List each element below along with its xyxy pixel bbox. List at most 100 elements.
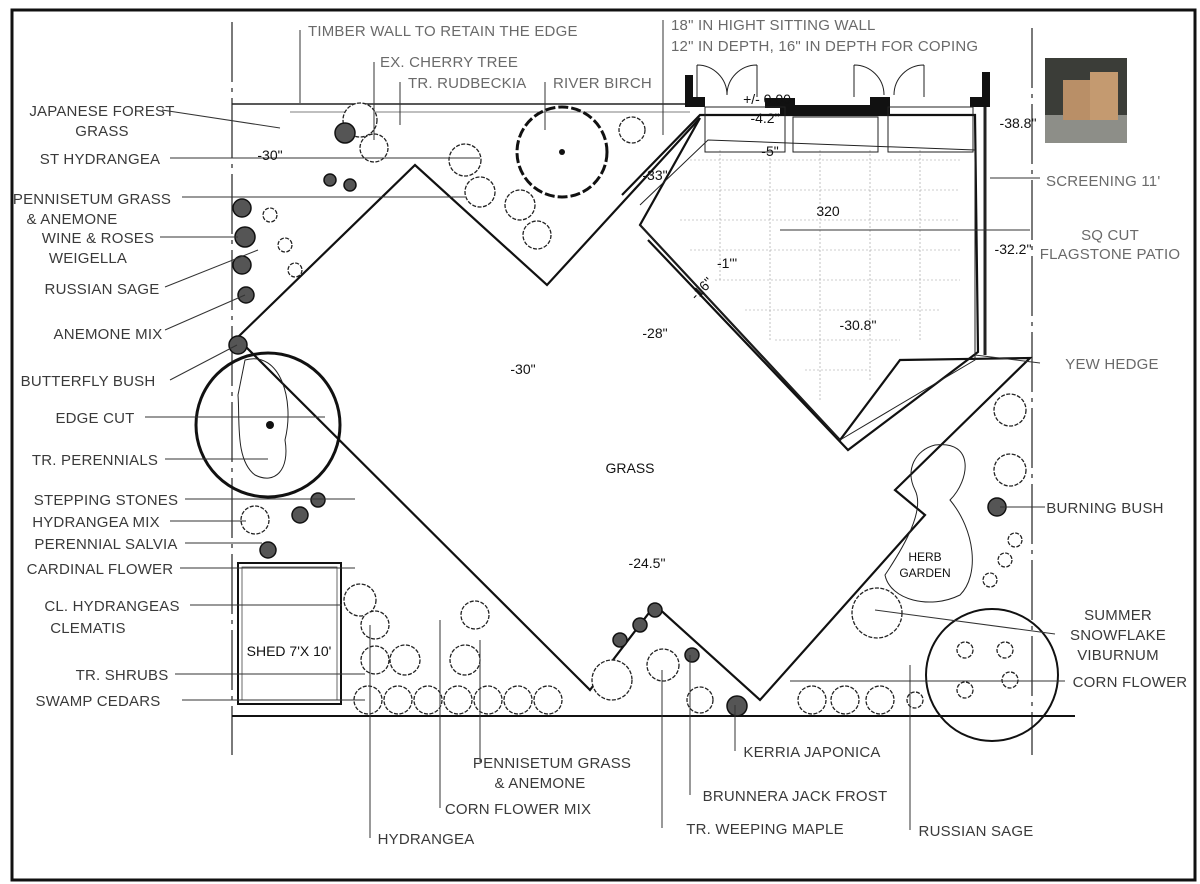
label-flagstone-patio: FLAGSTONE PATIO: [1040, 246, 1181, 263]
left-labels: JAPANESE FOREST GRASS ST HYDRANGEA PENNI…: [13, 103, 180, 710]
steps-left: [704, 106, 786, 153]
plant-symbol: [343, 583, 377, 617]
elev-door-level: +/- 0.00: [743, 91, 791, 107]
shrub-symbol: [237, 286, 255, 304]
label-anemone-bottom: & ANEMONE: [495, 775, 586, 792]
label-snowflake: SNOWFLAKE: [1070, 627, 1166, 644]
shrub-symbol: [259, 541, 277, 559]
plant-symbol: [996, 641, 1014, 659]
plant-symbol: [464, 176, 496, 208]
elev-screen-bottom: -32.2": [995, 241, 1032, 257]
label-cl-hydrangeas: CL. HYDRANGEAS: [44, 598, 179, 615]
label-screening: SCREENING 11': [1046, 173, 1160, 190]
plant-symbol: [353, 685, 383, 715]
shrub-symbol: [343, 178, 357, 192]
label-japanese-forest-grass-2: GRASS: [75, 123, 129, 140]
label-tr-perennials: TR. PERENNIALS: [32, 452, 158, 469]
label-edge-cut: EDGE CUT: [55, 410, 134, 427]
label-viburnum: VIBURNUM: [1077, 647, 1159, 664]
plant-symbol: [287, 262, 303, 278]
shrub-symbol: [228, 335, 248, 355]
label-japanese-forest-grass: JAPANESE FOREST: [29, 103, 174, 120]
plant-symbol: [997, 552, 1013, 568]
elev-patio-right: -30.8": [840, 317, 877, 333]
plant-symbol: [389, 644, 421, 676]
plant-symbol: [240, 505, 270, 535]
label-butterfly-bush: BUTTERFLY BUSH: [21, 373, 156, 390]
label-swamp-cedars: SWAMP CEDARS: [36, 693, 161, 710]
elev-patio-left: -1'": [717, 255, 737, 271]
plant-symbol: [277, 237, 293, 253]
plant-symbol: [360, 610, 390, 640]
plant-symbol: [522, 220, 552, 250]
label-russian-sage-bottom: RUSSIAN SAGE: [919, 823, 1034, 840]
plant-symbol: [473, 685, 503, 715]
steps-right: [887, 106, 974, 153]
sheet-border: [10, 8, 1197, 882]
shed: [237, 562, 342, 705]
label-river-birch: RIVER BIRCH: [553, 75, 652, 92]
label-anemone: & ANEMONE: [27, 211, 118, 228]
patio-wall-outer: [621, 113, 980, 452]
label-sitting-wall-depth: 12" IN DEPTH, 16" IN DEPTH FOR COPING: [671, 38, 978, 55]
plant-symbol: [956, 641, 974, 659]
plant-symbol: [1007, 532, 1023, 548]
label-summer: SUMMER: [1084, 607, 1152, 624]
label-tr-shrubs: TR. SHRUBS: [76, 667, 169, 684]
edge-cut-mark: [266, 421, 274, 429]
plant-symbol: [503, 685, 533, 715]
label-weigella: WEIGELLA: [49, 250, 127, 267]
patio-wall-inner: [639, 139, 976, 441]
plant-symbol: [646, 648, 680, 682]
label-perennial-salvia: PERENNIAL SALVIA: [34, 536, 177, 553]
plant-symbol: [533, 685, 563, 715]
plant-symbol: [686, 686, 714, 714]
shrub-symbol: [334, 122, 356, 144]
plant-symbol: [448, 143, 482, 177]
top-labels: TIMBER WALL TO RETAIN THE EDGE EX. CHERR…: [308, 17, 978, 92]
screening-photo: [1045, 58, 1127, 143]
leader-lines: [145, 20, 1065, 838]
label-kerria-japonica: KERRIA JAPONICA: [743, 744, 880, 761]
butterfly-bush-bed: [194, 351, 342, 499]
plant-symbol: [360, 645, 390, 675]
label-corn-flower: CORN FLOWER: [1073, 674, 1188, 691]
label-pennisetum-grass: PENNISETUM GRASS: [13, 191, 171, 208]
plant-symbol: [460, 600, 490, 630]
label-timber-wall: TIMBER WALL TO RETAIN THE EDGE: [308, 23, 578, 40]
area-labels: GRASS SHED 7'X 10' HERB GARDEN -30" -28"…: [247, 91, 1037, 659]
elev-grass-top: -30": [510, 361, 535, 377]
shrub-symbol: [232, 198, 252, 218]
elev-corner: -30": [257, 147, 282, 163]
label-rudbeckia: TR. RUDBECKIA: [408, 75, 526, 92]
plant-symbol: [359, 133, 389, 163]
house-wall: [685, 64, 990, 153]
label-cherry-tree: EX. CHERRY TREE: [380, 54, 518, 71]
plant-symbol: [830, 685, 860, 715]
plant-symbol: [906, 691, 924, 709]
plant-symbol: [797, 685, 827, 715]
plant-symbol: [618, 116, 646, 144]
shrub-symbol: [726, 695, 748, 717]
steps-mid: [792, 116, 879, 153]
label-wine-roses: WINE & ROSES: [42, 230, 154, 247]
shrub-symbol: [310, 492, 326, 508]
label-cardinal-flower: CARDINAL FLOWER: [27, 561, 174, 578]
label-clematis: CLEMATIS: [50, 620, 126, 637]
plant-symbol: [993, 453, 1027, 487]
elev-step-1: -4.2": [750, 110, 779, 126]
plant-symbol: [982, 572, 998, 588]
label-pennisetum-bottom: PENNISETUM GRASS: [473, 755, 631, 772]
plant-symbol: [956, 681, 974, 699]
viburnum-circle: [925, 608, 1059, 742]
label-stepping-stones: STEPPING STONES: [34, 492, 178, 509]
shrub-symbol: [684, 647, 700, 663]
label-corn-flower-mix: CORN FLOWER MIX: [445, 801, 591, 818]
plant-symbol: [449, 644, 481, 676]
label-sq-cut: SQ CUT: [1081, 227, 1139, 244]
plant-symbol: [591, 659, 633, 701]
plant-symbols: [228, 102, 1027, 717]
elev-screen-top: -38.8": [1000, 115, 1037, 131]
shrub-symbol: [323, 173, 337, 187]
